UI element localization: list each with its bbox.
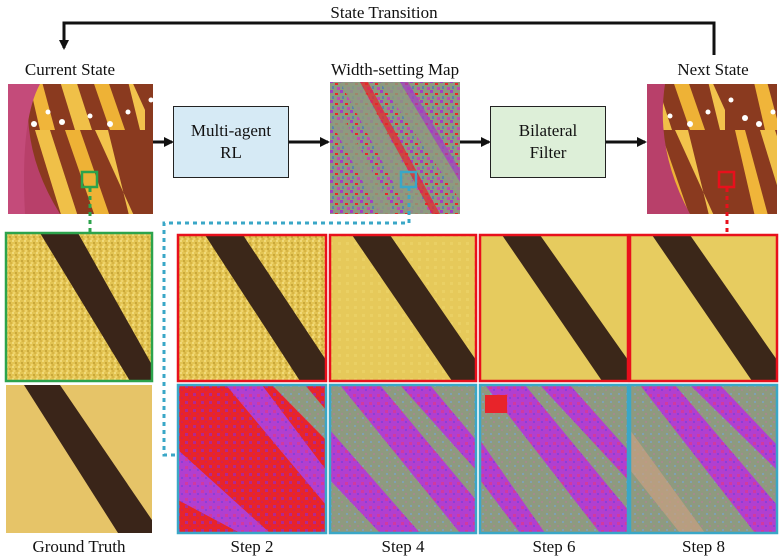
step8-label: Step 8 [682, 537, 725, 556]
step4-width-map [328, 383, 478, 535]
bilateral-line1: Bilateral [518, 121, 578, 140]
step8-result [628, 233, 779, 383]
next-state-marker [717, 170, 736, 189]
step2-label: Step 2 [230, 537, 274, 556]
current-state-marker [80, 170, 99, 189]
step2-width-map [176, 383, 328, 535]
marl-line1: Multi-agent [190, 121, 272, 140]
connector-width-map [162, 187, 411, 457]
noisy-patch [4, 231, 154, 383]
next-state-label: Next State [677, 60, 749, 79]
width-map-label: Width-setting Map [330, 60, 460, 79]
ground-truth-label: Ground Truth [32, 537, 126, 556]
step6-result [478, 233, 630, 383]
current-state-image [8, 84, 153, 214]
step4-label: Step 4 [381, 537, 425, 556]
state-transition-arrow [59, 21, 716, 55]
step2-result [176, 233, 328, 383]
step6-label: Step 6 [532, 537, 576, 556]
step4-result [328, 233, 478, 383]
width-setting-map-image [330, 82, 460, 214]
ground-truth-patch [6, 385, 152, 533]
marl-line2: RL [220, 143, 242, 162]
state-transition-label: State Transition [330, 3, 438, 22]
next-state-image [647, 84, 777, 214]
bilateral-line2: Filter [529, 143, 567, 162]
step6-width-map [478, 383, 630, 535]
current-state-label: Current State [24, 60, 116, 79]
step8-width-map [628, 383, 779, 535]
